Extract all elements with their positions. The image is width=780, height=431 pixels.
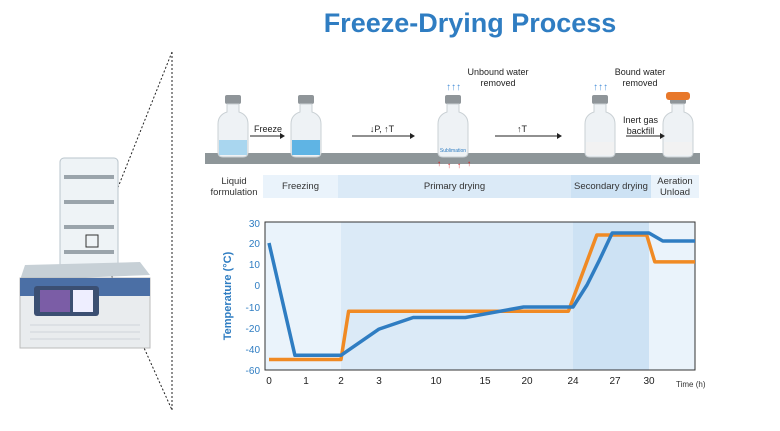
y-tick-label: 20	[249, 239, 261, 250]
x-tick-label: 15	[479, 376, 491, 387]
phase-liquid: Liquid formulation	[205, 175, 263, 198]
page-title: Freeze-Drying Process	[323, 8, 617, 38]
x-tick-label: 1	[303, 376, 309, 387]
y-axis-label: Temperature (°C)	[222, 251, 234, 340]
band-aeration	[649, 222, 695, 370]
x-tick-label: 30	[643, 376, 655, 387]
phase-primary-drying: Primary drying	[338, 175, 571, 198]
y-tick-label: 10	[249, 260, 261, 271]
series-line-product-temperature	[267, 231, 695, 358]
step-label-primary: ↓P, ↑T	[369, 124, 395, 134]
x-tick-label: 2	[338, 376, 344, 387]
unbound-water-label: Unbound water removed	[467, 67, 529, 88]
x-tick-label: 27	[609, 376, 621, 387]
y-tick-label: 30	[249, 219, 261, 230]
svg-text:↑: ↑	[447, 161, 451, 170]
plot-frame	[264, 221, 696, 371]
svg-text:Sublimation: Sublimation	[440, 148, 466, 154]
vials-illustration: Sublimation ↑↑↑↑↑↑ ↑↑↑↑	[217, 82, 694, 170]
x-tick-label: 3	[376, 376, 382, 387]
svg-text:↑: ↑	[437, 159, 441, 168]
x-tick-label: 0	[266, 376, 272, 387]
band-freezing	[265, 222, 341, 370]
svg-text:↑: ↑	[467, 159, 471, 168]
band-secondary	[573, 222, 649, 370]
phase-aeration: Aeration Unload	[651, 175, 699, 198]
x-tick-label: 20	[521, 376, 533, 387]
x-tick-label: 24	[567, 376, 579, 387]
step-label-backfill: Inert gas backfill	[622, 115, 659, 136]
y-tick-label: -40	[246, 345, 261, 356]
y-tick-label: -20	[246, 324, 261, 335]
bound-water-label: Bound water removed	[614, 67, 666, 88]
series-line-shelf-temperature	[269, 233, 695, 362]
step-label-freeze: Freeze	[253, 124, 282, 134]
shelf	[205, 153, 700, 164]
step-label-secondary: ↑T	[517, 124, 527, 134]
band-primary	[341, 222, 573, 370]
svg-text:↑: ↑	[457, 161, 461, 170]
phase-secondary-drying: Secondary drying	[571, 175, 651, 198]
x-axis-label: Time (h)	[676, 380, 706, 389]
y-tick-label: 0	[254, 281, 260, 292]
y-tick-label: -60	[246, 366, 261, 377]
x-tick-label: 10	[430, 376, 442, 387]
y-tick-label: -10	[246, 303, 261, 314]
svg-text:↑↑↑: ↑↑↑	[446, 82, 461, 93]
phase-freezing: Freezing	[263, 175, 338, 198]
svg-text:↑↑↑: ↑↑↑	[593, 82, 608, 93]
freeze-dryer-illustration	[19, 51, 173, 411]
